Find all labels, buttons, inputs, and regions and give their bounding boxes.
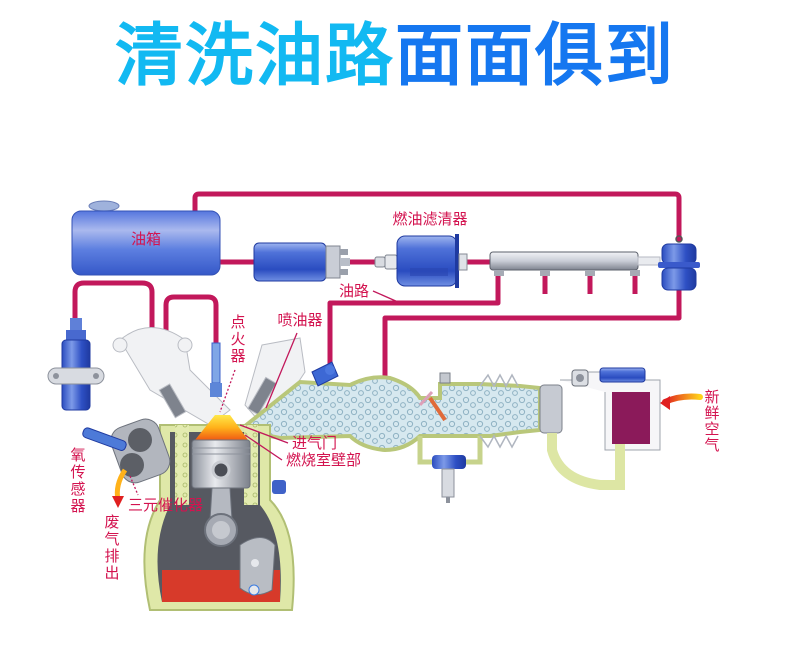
- fuel-tank: 油箱: [71, 200, 221, 276]
- spark-plug-label-1: 点: [230, 313, 245, 331]
- cold-start-injector: [432, 455, 466, 503]
- rail-stubs: [542, 274, 638, 294]
- fresh-air-label-3: 空: [704, 420, 719, 438]
- catalytic-pointer: [129, 475, 139, 496]
- injector-label: 喷油器: [277, 311, 322, 329]
- intake-valve-pointer: [239, 424, 289, 444]
- title-part-1: 清洗油路: [114, 17, 395, 96]
- cylinder-head: [112, 327, 306, 426]
- intake-valve-label: 进气门: [292, 434, 337, 452]
- fuel-line-pointer: [372, 290, 399, 303]
- fresh-air-arrowhead: [660, 396, 670, 410]
- fuel-rail: [489, 251, 661, 276]
- coil-wire: [72, 280, 155, 339]
- catalytic-converter-label: 三元催化器: [128, 496, 203, 514]
- ignition-coil: [47, 318, 105, 411]
- fuel-lines: [72, 191, 682, 391]
- fuel-filter: 燃油滤清器: [392, 210, 468, 288]
- exhaust-label-1: 废: [104, 513, 119, 531]
- piston: [191, 439, 251, 547]
- exhaust-label-4: 出: [104, 564, 119, 582]
- combustion-wall-pointer: [244, 434, 283, 461]
- oxygen-sensor-label-2: 传: [70, 463, 85, 481]
- return-line-top: [192, 191, 682, 243]
- oxygen-sensor-label-3: 感: [70, 480, 85, 498]
- pressure-regulator: [658, 235, 700, 291]
- fuel-filter-label: 燃油滤清器: [392, 210, 467, 228]
- exhaust-label-2: 气: [104, 530, 119, 548]
- fuel-pump: [253, 242, 350, 282]
- oxygen-sensor-label-1: 氧: [70, 446, 85, 464]
- combustion-wall-label: 燃烧室壁部: [286, 451, 361, 469]
- spark-plug: [210, 342, 222, 397]
- return-line-down: [382, 285, 682, 391]
- air-filter-housing: [539, 367, 661, 490]
- throttle-valve: [418, 372, 451, 422]
- spark-plug-label-2: 火: [230, 330, 245, 348]
- fuel-injector: [311, 361, 339, 387]
- exhaust-arrowhead: [112, 496, 124, 508]
- rail-to-injector-line: [327, 271, 501, 369]
- engine-side-bolt: [272, 480, 286, 494]
- title-part-2: 面面俱到: [395, 17, 676, 96]
- fresh-air-label-2: 鲜: [704, 404, 719, 422]
- exhaust-label-3: 排: [104, 547, 119, 565]
- crankshaft-gear: [239, 537, 276, 596]
- fuel-tank-label: 油箱: [131, 230, 161, 248]
- fresh-air-label-4: 气: [704, 436, 719, 454]
- oxygen-sensor: [82, 427, 127, 451]
- fresh-air-label-1: 新: [704, 388, 719, 406]
- distributor-wire: [163, 294, 219, 348]
- combustion-flame: [195, 415, 248, 440]
- exhaust-arrow: [114, 468, 128, 501]
- injector-pointer: [265, 332, 298, 409]
- fresh-air-arrow: [662, 393, 703, 405]
- page-title: 清洗油路面面俱到: [0, 12, 790, 102]
- oxygen-sensor-label-4: 器: [70, 497, 85, 515]
- spark-plug-label-3: 器: [230, 347, 245, 365]
- line-connector: [374, 254, 398, 270]
- spark-plug-pointer: [219, 369, 236, 413]
- fuel-line-label: 油路: [339, 282, 369, 300]
